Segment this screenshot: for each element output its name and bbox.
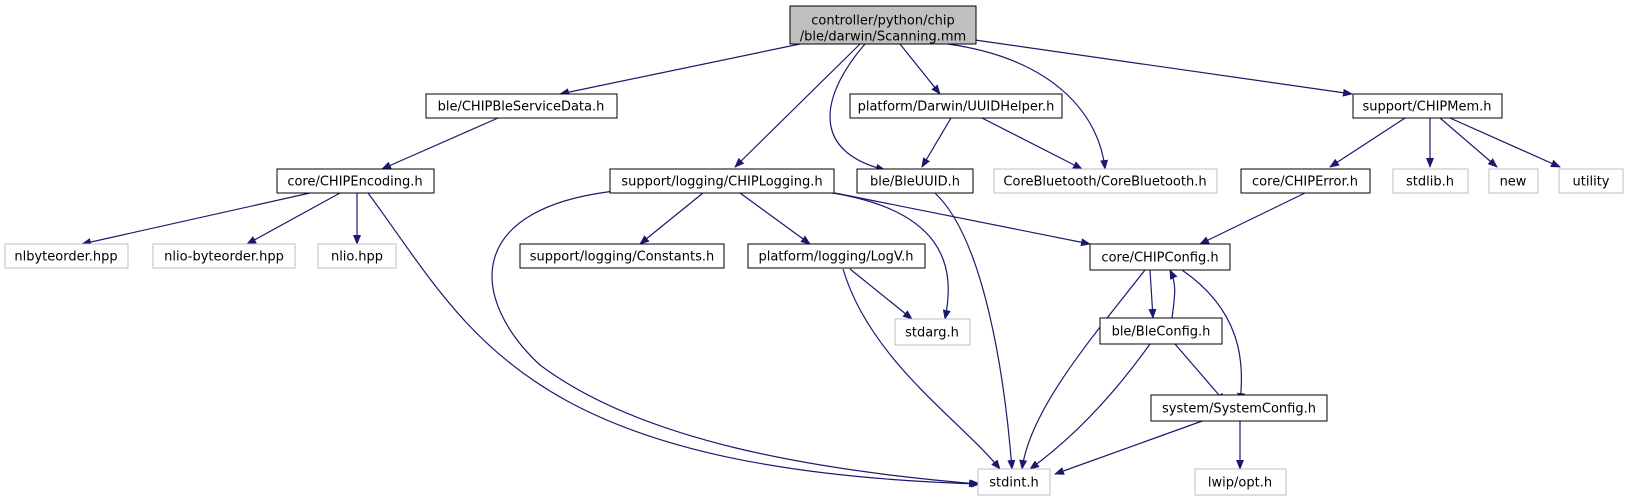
edge-logv-to-stdint [842,268,1001,470]
node-label: ble/BleConfig.h [1112,325,1211,340]
edge-chip-encoding-to-nlio-byteorder [246,192,341,245]
node-ble-uuid[interactable]: ble/BleUUID.h [856,168,974,194]
node-core-bluetooth[interactable]: CoreBluetooth/CoreBluetooth.h [993,168,1218,194]
node-system-config[interactable]: system/SystemConfig.h [1150,394,1328,422]
node-label: CoreBluetooth/CoreBluetooth.h [1003,175,1206,190]
node-label: support/logging/CHIPLogging.h [621,175,822,190]
node-label: support/CHIPMem.h [1362,100,1491,115]
node-lwip-opt[interactable]: lwip/opt.h [1194,468,1287,496]
node-ble-config[interactable]: ble/BleConfig.h [1099,317,1223,345]
edge-scanning-to-ble-service-data [559,43,801,97]
node-label: new [1500,175,1527,190]
node-label: nlio-byteorder.hpp [164,250,284,265]
node-chip-encoding[interactable]: core/CHIPEncoding.h [276,168,435,194]
node-label: platform/logging/LogV.h [759,250,914,265]
node-label: utility [1573,175,1610,190]
edge-scanning-to-chip-logging [734,43,861,168]
node-label: lwip/opt.h [1208,476,1272,491]
node-label: support/logging/Constants.h [530,250,714,265]
node-label: core/CHIPError.h [1252,175,1358,190]
node-logv[interactable]: platform/logging/LogV.h [747,243,926,269]
edge-ble-service-data-to-chip-encoding [381,117,499,170]
node-utility[interactable]: utility [1558,168,1624,194]
edge-logv-to-stdarg [849,268,913,320]
node-new[interactable]: new [1488,168,1539,194]
edge-chip-logging-to-stdint [491,189,979,488]
edge-chip-logging-to-stdarg [809,189,951,320]
node-label: system/SystemConfig.h [1162,402,1316,417]
node-chip-config[interactable]: core/CHIPConfig.h [1089,243,1231,271]
node-label: stdarg.h [905,326,959,341]
edge-chip-encoding-to-stdint [367,192,981,488]
edge-chip-logging-to-logging-constants [639,192,704,245]
edge-ble-config-to-stdint [1029,343,1151,470]
edge-uuid-helper-to-core-bluetooth [981,117,1083,170]
edge-uuid-helper-to-ble-uuid [921,117,952,168]
edge-chip-config-to-stdint [1019,269,1146,470]
node-uuid-helper[interactable]: platform/Darwin/UUIDHelper.h [849,93,1063,119]
edge-ble-config-to-system-config [1174,343,1226,403]
node-chip-mem[interactable]: support/CHIPMem.h [1352,93,1503,119]
node-label: ble/CHIPBleServiceData.h [438,100,605,115]
node-label: stdlib.h [1406,175,1454,190]
node-label: core/CHIPConfig.h [1101,251,1218,266]
edge-chip-config-to-ble-config [1148,269,1157,319]
node-stdarg[interactable]: stdarg.h [894,318,971,346]
node-stdint[interactable]: stdint.h [977,468,1051,496]
node-label: nlio.hpp [331,250,383,265]
edge-chip-logging-to-logv [739,192,811,245]
node-label: nlbyteorder.hpp [14,250,117,265]
edge-chip-encoding-to-nlbyteorder [81,192,311,246]
node-label: stdint.h [989,476,1038,491]
edge-chip-error-to-chip-config [1199,192,1306,245]
node-label-line-2: /ble/darwin/Scanning.mm [800,30,966,45]
node-chip-error[interactable]: core/CHIPError.h [1240,168,1371,194]
node-logging-constants[interactable]: support/logging/Constants.h [519,243,725,269]
node-label: core/CHIPEncoding.h [287,175,422,190]
edge-ble-uuid-to-stdint [934,192,1016,470]
node-stdlib[interactable]: stdlib.h [1392,168,1469,194]
edge-scanning-to-chip-mem [974,39,1353,97]
node-scanning-mm[interactable]: controller/python/chip /ble/darwin/Scann… [789,5,977,45]
node-nlio[interactable]: nlio.hpp [317,243,397,269]
node-chip-logging[interactable]: support/logging/CHIPLogging.h [609,168,835,194]
node-nlbyteorder[interactable]: nlbyteorder.hpp [4,243,129,269]
edges [81,39,1561,488]
node-label: ble/BleUUID.h [870,175,960,190]
edge-chip-logging-to-chip-config [834,192,1091,247]
edge-scanning-to-ble-uuid [829,43,886,172]
edge-chip-mem-to-utility [1449,117,1561,168]
edge-scanning-to-uuid-helper [899,43,941,95]
node-label-line-1: controller/python/chip [811,14,955,29]
edge-system-config-to-stdint [1054,419,1206,475]
edge-chip-config-to-system-config [1181,269,1246,403]
edge-chip-mem-to-new [1439,117,1498,168]
edge-scanning-to-core-bluetooth [947,43,1109,170]
node-nlio-byteorder[interactable]: nlio-byteorder.hpp [152,243,296,269]
node-label: platform/Darwin/UUIDHelper.h [858,100,1055,115]
nodes: controller/python/chip /ble/darwin/Scann… [4,5,1624,496]
node-ble-service-data[interactable]: ble/CHIPBleServiceData.h [425,93,618,119]
edge-chip-mem-to-chip-error [1329,117,1406,168]
edge-ble-config-to-chip-config [1169,269,1178,319]
